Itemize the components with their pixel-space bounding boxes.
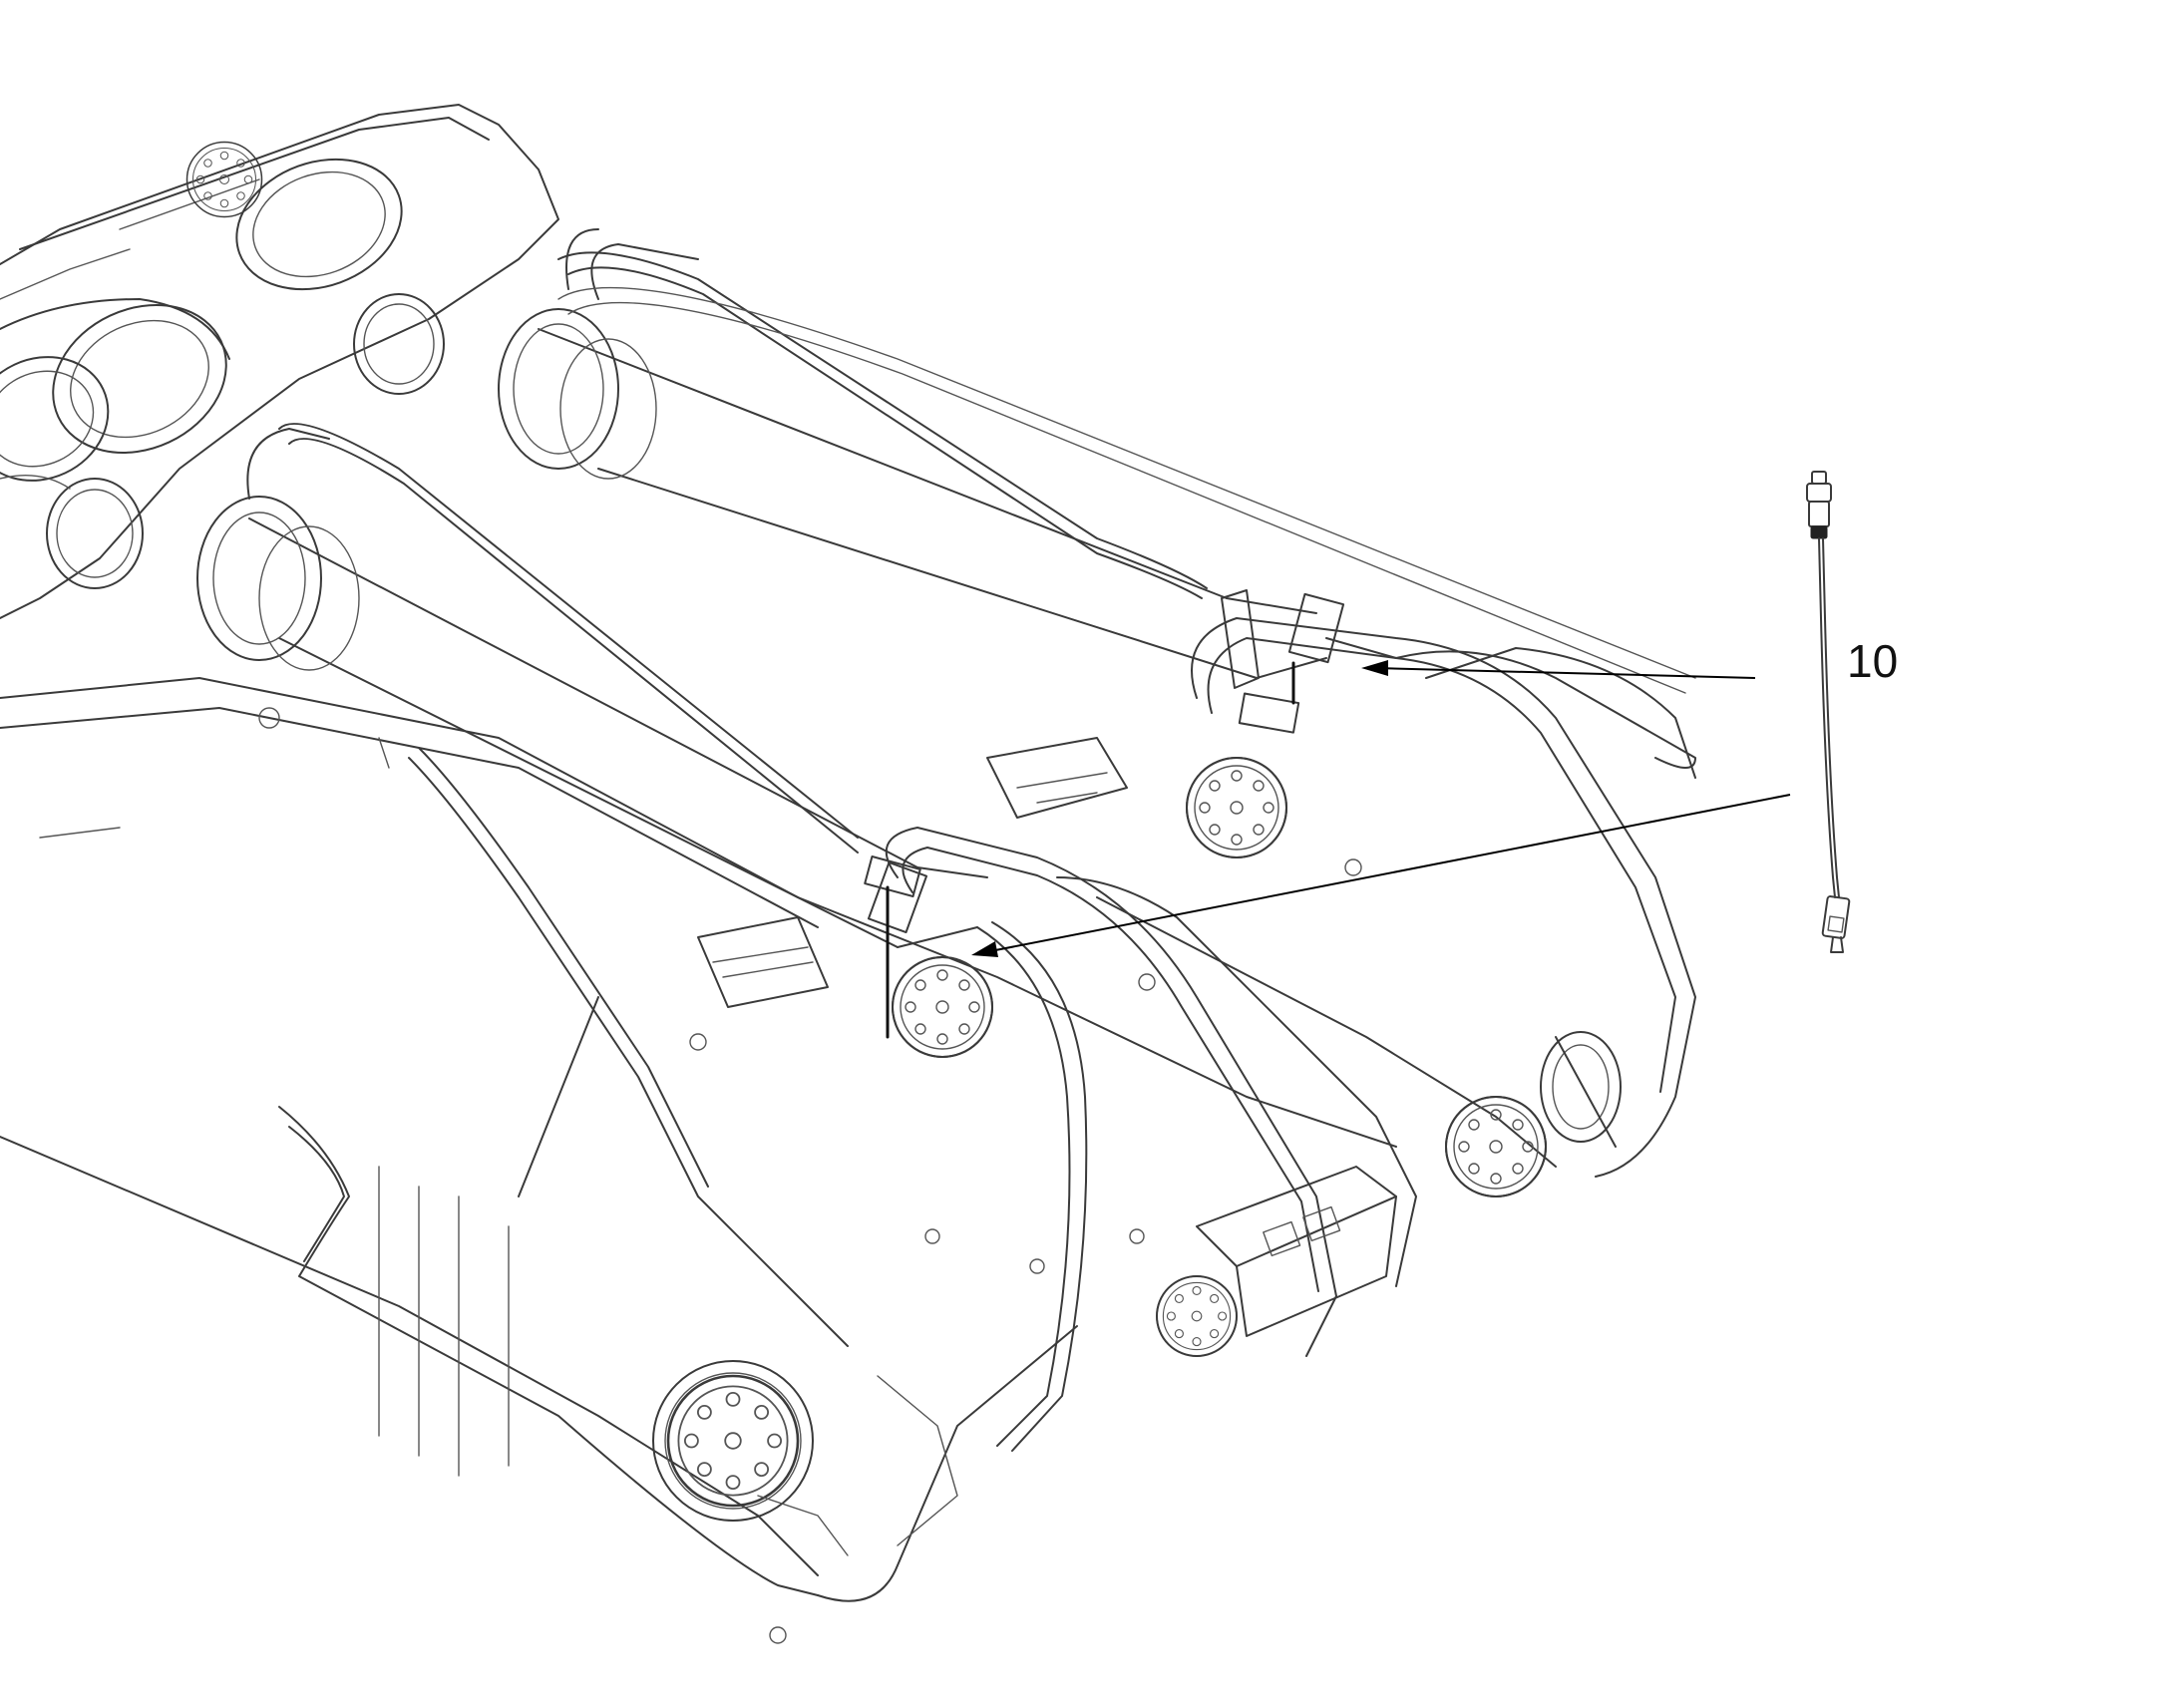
lower-hose-bundle [408,747,1088,1556]
junction-box-upper [986,737,1128,819]
upper-hydraulic-cylinder [498,228,1397,679]
callout-leaders [971,660,1791,957]
rear-boom-structure [0,104,559,619]
valve-block [1196,1166,1397,1337]
lower-mounting-bracket [864,855,921,1039]
leader-line-lower [984,794,1791,953]
callout-label-10: 10 [1847,635,1899,687]
leader-arrowhead-lower [971,941,998,957]
upper-mounting-bracket [1221,589,1300,734]
leader-line-upper [1375,667,1756,679]
leader-arrowhead-upper [1361,660,1388,676]
linkage-plates [885,617,1696,1357]
junction-box-lower [697,916,829,1008]
sensor-cable [1806,471,1851,953]
hardware-details [39,707,1362,1644]
upper-hose-bundle [278,251,1696,854]
arm-body [0,677,1397,1602]
arm-pivot-pin [652,1360,814,1522]
